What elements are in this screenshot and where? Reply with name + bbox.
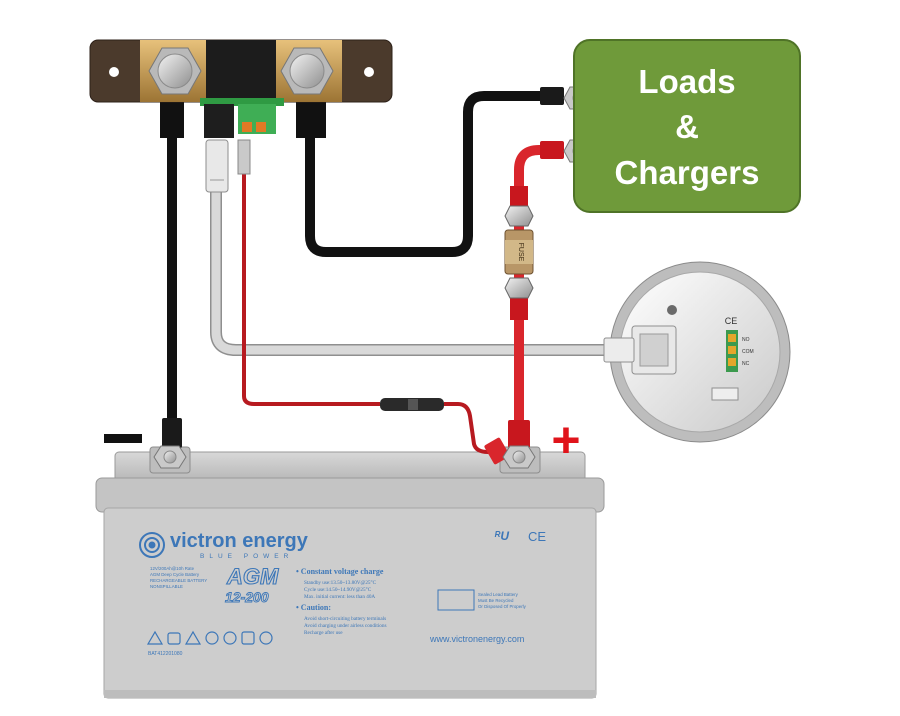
battery-label: victron energy BLUE POWER AGM 12-200 12V…	[139, 529, 546, 657]
monitor-terminal-nc: NC	[742, 361, 750, 367]
battery-spec-2: RECHARGEABLE BATTERY	[150, 578, 207, 583]
caution-title: • Caution:	[296, 603, 331, 612]
caution-line-2: Recharge after use	[304, 629, 343, 636]
positive-cable-lug-lower	[510, 186, 528, 210]
battery-spec-1: AGM Deep Cycle Battery	[150, 572, 200, 577]
positive-lug-battery	[508, 420, 530, 448]
charge-line-2: Max. initial current: less than 40A	[304, 594, 375, 600]
positive-cable-lug-upper	[510, 292, 528, 320]
battery-spec-3: NONSPILLABLE	[150, 584, 183, 589]
monitor-ce-mark: CE	[725, 316, 738, 326]
loads-chargers-box: Loads & Chargers	[573, 39, 801, 213]
victron-logo-icon	[139, 532, 165, 558]
recycle-line-0: Sealed Lead Battery	[478, 592, 519, 597]
inline-fuse: FUSE	[504, 205, 534, 299]
battery-monitor-icon	[603, 261, 791, 443]
recycle-line-1: Must Be Recycled	[478, 598, 514, 603]
battery-model: 12-200	[225, 589, 269, 605]
battery-type: AGM	[226, 564, 279, 589]
battery-serial: BAT412201080	[148, 651, 183, 657]
loads-label-line3: Chargers	[615, 154, 760, 191]
positive-symbol: +	[551, 412, 580, 468]
battery-website: www.victronenergy.com	[429, 634, 524, 644]
positive-lug-loads	[540, 141, 564, 159]
recycle-icon	[437, 589, 475, 611]
ul-mark-icon: ᴿU	[494, 529, 509, 543]
data-cable	[211, 145, 615, 355]
battery-brand: victron energy	[170, 530, 309, 552]
negative-lug-shunt	[160, 100, 184, 138]
rj12-plug-shunt	[205, 139, 229, 193]
svg-text:ᴿU: ᴿU	[494, 529, 509, 543]
sense-wire-lug	[237, 139, 251, 175]
bolt-icon	[153, 445, 187, 469]
loads-label-line1: Loads	[638, 63, 735, 100]
bolt-icon	[148, 47, 202, 95]
fuse-label: FUSE	[517, 243, 524, 262]
positive-cable	[514, 145, 556, 432]
battery-tagline: BLUE POWER	[200, 553, 293, 560]
negative-lug-loads	[540, 87, 564, 105]
caution-line-0: Avoid short-circuiting battery terminals	[304, 616, 386, 622]
rj12-plug-monitor	[603, 337, 635, 363]
bolt-icon	[502, 445, 536, 469]
shunt-icon	[89, 39, 393, 138]
caution-line-1: Avoid charging under airless conditions	[304, 623, 387, 629]
monitor-terminal-com: COM	[742, 349, 754, 355]
negative-cable-loads	[305, 91, 548, 257]
charge-line-1: Cycle use:14.50~14.90V@25°C	[304, 586, 372, 593]
bolt-icon	[280, 47, 334, 95]
battery-cert: CE	[528, 529, 546, 544]
sense-wire-end	[444, 402, 502, 454]
safety-symbols-icon	[146, 630, 273, 645]
recycle-line-2: Or Disposed Of Properly	[478, 604, 527, 609]
charge-line-0: Standby use:13.50~13.80V@25°C	[304, 579, 377, 586]
loads-label-line2: &	[675, 108, 699, 145]
charge-title: • Constant voltage charge	[296, 567, 384, 576]
monitor-terminal-no: NO	[742, 337, 750, 343]
negative-lug-battery	[162, 418, 182, 448]
negative-symbol	[104, 434, 142, 443]
negative-lug-shunt-loads	[296, 100, 326, 138]
fuse-icon	[380, 398, 444, 411]
sense-wire	[242, 170, 380, 406]
battery-spec-0: 12V/200Ah@10h Rate	[150, 566, 195, 571]
